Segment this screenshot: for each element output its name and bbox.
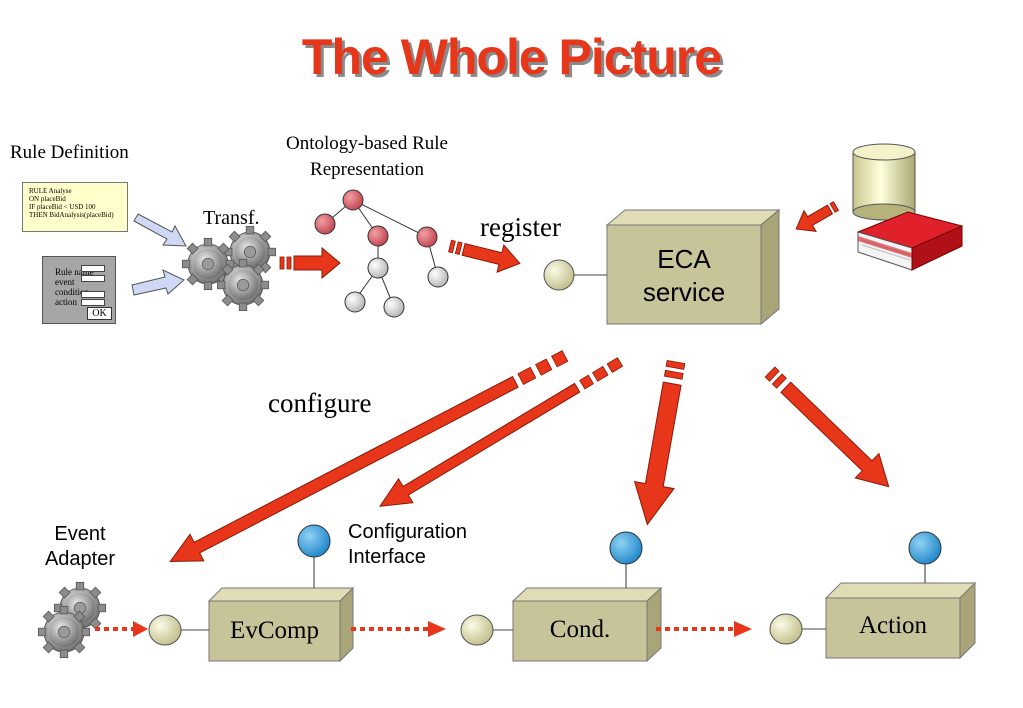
action-label: Action xyxy=(858,612,928,639)
note-line: THEN BidAnalysis(placeBid) xyxy=(29,211,114,219)
config-interface-label-line: Interface xyxy=(348,546,426,568)
register-label: register xyxy=(480,212,561,242)
tree-node xyxy=(367,225,389,247)
tree-node xyxy=(367,257,389,279)
tree-node xyxy=(342,189,364,211)
form-field-label: event xyxy=(55,277,75,287)
knowledge-arrow xyxy=(795,201,840,233)
config-interface-label-line: Configuration xyxy=(348,521,467,543)
config-interface-label: Configuration Interface xyxy=(348,520,467,570)
form-field-label: Rule name xyxy=(55,267,94,277)
input-arrow xyxy=(133,213,187,247)
event-flow-arrow xyxy=(656,621,752,637)
tree-node xyxy=(383,296,405,318)
tree-node xyxy=(314,213,336,235)
configure-arrow-action xyxy=(764,366,890,488)
configure-label: configure xyxy=(268,388,372,418)
tree-node xyxy=(344,291,366,313)
rule-definition-label: Rule Definition xyxy=(10,142,129,163)
input-port xyxy=(148,614,182,646)
configure-arrow-config-interface xyxy=(378,357,624,507)
ontology-tree xyxy=(314,189,449,318)
event-adapter-gears-icon xyxy=(37,581,107,659)
input-port xyxy=(460,614,494,646)
input-arrow xyxy=(131,269,185,296)
event-adapter-label-line: Event xyxy=(54,523,106,545)
rule-note: RULE Analyse ON placeBid IF placeBid < U… xyxy=(22,182,128,232)
tree-node xyxy=(416,226,438,248)
gears-icon xyxy=(181,225,277,312)
config-interface-port xyxy=(609,531,643,565)
config-interface-port xyxy=(297,524,331,558)
eca-label-line: service xyxy=(642,277,726,307)
eca-service-box xyxy=(543,208,781,326)
form-input-bar xyxy=(81,291,105,298)
form-input-bar xyxy=(81,275,105,282)
note-line: ON placeBid xyxy=(29,195,66,203)
configure-arrow-event-adapter xyxy=(169,350,569,562)
note-line: RULE Analyse xyxy=(29,187,72,195)
ontology-label-line: Representation xyxy=(310,159,424,180)
database-icon xyxy=(852,143,916,221)
transform-arrow xyxy=(279,246,341,280)
cond-box xyxy=(460,531,663,663)
eca-service-label: ECA service xyxy=(607,243,761,309)
register-arrow xyxy=(448,239,521,273)
configure-arrow-cond xyxy=(633,359,686,526)
cond-label: Cond. xyxy=(549,616,611,643)
event-flow-arrow xyxy=(351,621,446,637)
event-adapter-label: Event Adapter xyxy=(30,522,130,572)
form-field-label: condition xyxy=(55,287,89,297)
evcomp-box xyxy=(148,524,355,663)
form-input-bar xyxy=(81,299,105,306)
event-adapter-label-line: Adapter xyxy=(44,548,116,570)
ok-button: OK xyxy=(87,307,112,320)
eca-port xyxy=(543,259,575,291)
input-port xyxy=(769,613,803,645)
transf-label: Transf. xyxy=(203,207,260,229)
page-title: The Whole Picture xyxy=(301,29,722,85)
action-box xyxy=(769,531,977,660)
tree-node xyxy=(427,266,449,288)
form-input-bar xyxy=(81,265,105,272)
ontology-label-line: Ontology-based Rule xyxy=(285,133,448,154)
config-interface-port xyxy=(908,531,942,565)
eca-label-line: ECA xyxy=(657,244,711,274)
event-flow-arrow xyxy=(95,621,148,637)
rule-form: Rule name event condition action OK xyxy=(42,256,116,324)
form-field-label: action xyxy=(55,297,77,307)
book-icon xyxy=(856,211,964,271)
ontology-label: Ontology-based Rule Representation xyxy=(262,131,472,183)
note-line: IF placeBid < USD 100 xyxy=(29,203,96,211)
evcomp-label: EvComp xyxy=(230,617,319,644)
